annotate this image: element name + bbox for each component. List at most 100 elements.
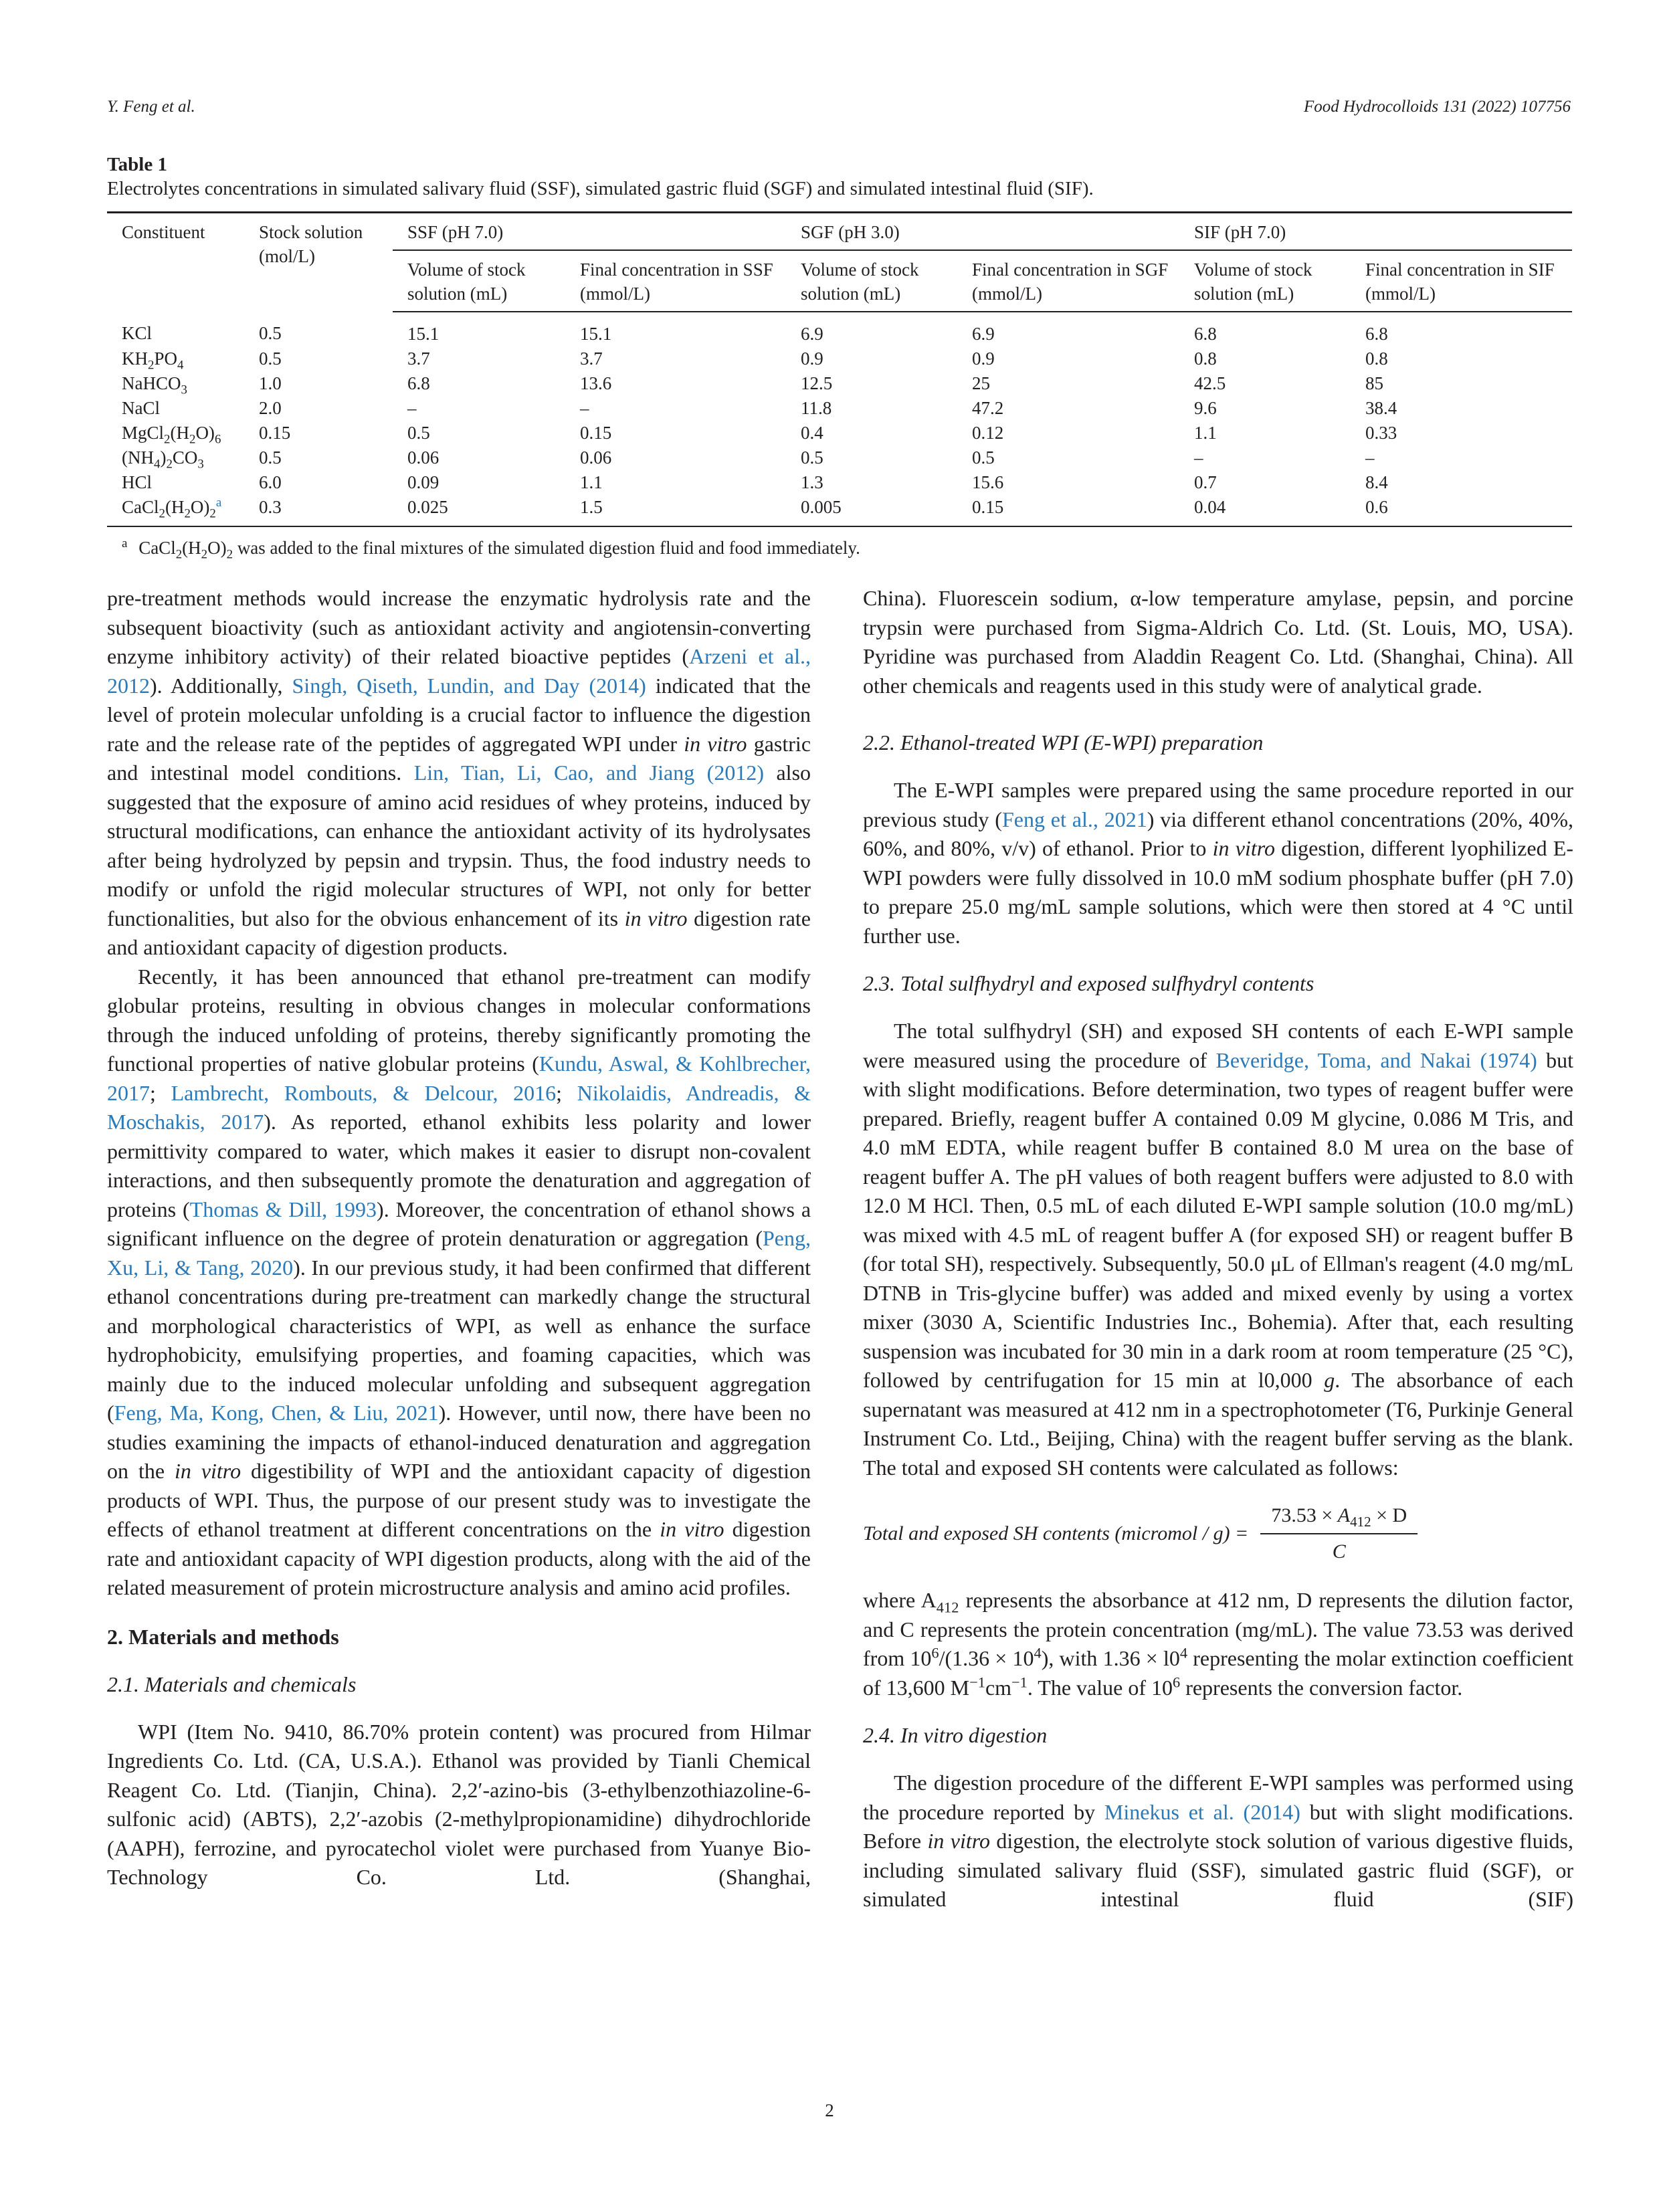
section-heading-2-3: 2.3. Total sulfhydryl and exposed sulfhy… (863, 971, 1314, 995)
table-cell: 0.3 (259, 497, 282, 517)
footnote-formula: CaCl2(H2O)2 (138, 538, 233, 562)
table-cell: 0.7 (1194, 472, 1217, 492)
header-volume-sgf: Volume of stock solution (mL) (786, 250, 957, 312)
ref-kundu[interactable]: Kundu, Aswal, & Kohlbrecher, 2017 (107, 1051, 811, 1105)
ref-feng[interactable]: Feng et al., 2021 (1001, 807, 1147, 831)
table-cell: 47.2 (972, 398, 1004, 418)
ref-nikolaidis[interactable]: Nikolaidis, Andreadis, & Moschakis, 2017 (107, 1080, 811, 1134)
section-heading-2-2: 2.2. Ethanol-treated WPI (E-WPI) prepara… (863, 730, 1264, 755)
table-cell: 0.12 (972, 423, 1004, 443)
header-volume-ssf: Volume of stock solution (mL) (393, 250, 565, 312)
table-cell: 38.4 (1365, 398, 1397, 418)
table-cell: 0.8 (1365, 348, 1388, 369)
table-cell: 42.5 (1194, 373, 1226, 393)
paragraph: The total sulfhydryl (SH) and exposed SH… (863, 1019, 1574, 1480)
ref-lambrecht[interactable]: Lambrecht, Rombouts, & Delcour, 2016 (171, 1080, 557, 1105)
table-cell: 0.15 (580, 423, 612, 443)
constituent-kcl: KCl (122, 323, 153, 343)
table-cell: 0.4 (801, 423, 823, 443)
table-cell: 6.8 (1365, 324, 1388, 344)
table-cell: 0.9 (972, 348, 995, 369)
left-column: pre-treatment methods would increase the… (107, 584, 811, 1892)
running-header-journal: Food Hydrocolloids 131 (2022) 107756 (1303, 98, 1571, 116)
paragraph: The E-WPI samples were prepared using th… (863, 778, 1574, 948)
header-constituent: Constituent (107, 211, 244, 312)
ref-lin[interactable]: Lin, Tian, Li, Cao, and Jiang (2012) (413, 761, 764, 785)
table-cell: 6.0 (259, 472, 282, 492)
table-cell: 25 (972, 373, 990, 393)
equation-denominator: C (1332, 1540, 1346, 1563)
page-number: 2 (825, 2100, 834, 2120)
constituent-kh2po4: KH2PO4 (122, 348, 184, 373)
table-cell: 0.6 (1365, 497, 1388, 517)
table-row: NaHCO3 1.0 6.8 13.6 12.5 25 42.5 85 (107, 371, 1572, 397)
paragraph: Recently, it has been announced that eth… (107, 964, 811, 1600)
table-cell: 0.04 (1194, 497, 1226, 517)
header-final-sif: Final concentration in SIF (mmol/L) (1351, 250, 1572, 312)
table-row: MgCl2(H2O)6 0.15 0.5 0.15 0.4 0.12 1.1 0… (107, 420, 1572, 445)
table-cell: 0.06 (580, 447, 612, 468)
table-row: CaCl2(H2O)2a 0.3 0.025 1.5 0.005 0.15 0.… (107, 494, 1572, 526)
equation-numerator: 73.53 × A412 × D (1260, 1501, 1418, 1534)
ref-peng[interactable]: Peng, Xu, Li, & Tang, 2020 (107, 1226, 811, 1280)
paragraph: China). Fluorescein sodium, α-low temper… (863, 586, 1573, 698)
table-cell: 6.8 (407, 373, 430, 393)
sh-equation: Total and exposed SH contents (micromol … (863, 1501, 1573, 1566)
ref-arzeni[interactable]: Arzeni et al., 2012 (107, 644, 811, 698)
table-cell: 0.9 (801, 348, 823, 369)
table-row: KCl 0.5 15.1 15.1 6.9 6.9 6.8 6.8 (107, 312, 1572, 346)
constituent-nacl: NaCl (122, 398, 160, 418)
paragraph: The digestion procedure of the different… (863, 1771, 1574, 1911)
footnote-text: was added to the final mixtures of the s… (237, 538, 860, 558)
table-cell: 3.7 (407, 348, 430, 369)
constituent-nahco3: NaHCO3 (122, 373, 187, 397)
ref-minekus[interactable]: Minekus et al. (2014) (1104, 1799, 1300, 1824)
table-label: Table 1 (107, 154, 167, 175)
header-sgf: SGF (pH 3.0) (786, 211, 1179, 251)
constituent-mgcl2: MgCl2(H2O)6 (122, 423, 221, 447)
table-cell: 9.6 (1194, 398, 1217, 418)
section-heading-2-1: 2.1. Materials and chemicals (107, 1672, 357, 1696)
table-cell: – (407, 398, 417, 418)
table-cell: 6.8 (1194, 324, 1217, 344)
table-cell: 2.0 (259, 398, 282, 418)
header-final-ssf: Final concentration in SSF (mmol/L) (565, 250, 786, 312)
table-cell: – (1194, 447, 1203, 468)
table-cell: 0.025 (407, 497, 448, 517)
running-header-authors: Y. Feng et al. (107, 98, 195, 116)
ref-singh[interactable]: Singh, Qiseth, Lundin, and Day (2014) (292, 673, 646, 698)
table-cell: 0.5 (259, 348, 282, 369)
section-heading-2: 2. Materials and methods (107, 1624, 339, 1649)
constituent-hcl: HCl (122, 472, 153, 492)
ref-beveridge[interactable]: Beveridge, Toma, and Nakai (1974) (1215, 1047, 1537, 1072)
table-cell: 0.5 (259, 447, 282, 468)
table-cell: 0.005 (801, 497, 842, 517)
table-cell: 15.1 (407, 324, 440, 344)
table-cell: 0.15 (972, 497, 1004, 517)
table-cell: 0.33 (1365, 423, 1397, 443)
table-row: HCl 6.0 0.09 1.1 1.3 15.6 0.7 8.4 (107, 470, 1572, 494)
paragraph: WPI (Item No. 9410, 86.70% protein conte… (107, 1719, 811, 1890)
header-volume-sif: Volume of stock solution (mL) (1179, 250, 1351, 312)
table-cell: 1.3 (801, 472, 823, 492)
table-cell: 8.4 (1365, 472, 1388, 492)
ref-feng-2021[interactable]: Feng, Ma, Kong, Chen, & Liu, 2021 (114, 1401, 439, 1425)
table-cell: 15.6 (972, 472, 1004, 492)
electrolyte-table: Constituent Stock solution (mol/L) SSF (… (107, 211, 1572, 527)
table-cell: 0.5 (407, 423, 430, 443)
table-cell: 0.5 (801, 447, 823, 468)
table-cell: 6.9 (801, 324, 823, 344)
table-cell: 0.5 (972, 447, 995, 468)
ref-thomas[interactable]: Thomas & Dill, 1993 (189, 1197, 377, 1221)
table-cell: 1.0 (259, 373, 282, 393)
header-stock: Stock solution (mol/L) (244, 211, 393, 312)
header-sif: SIF (pH 7.0) (1179, 211, 1572, 251)
table-cell: 12.5 (801, 373, 833, 393)
table-cell: 3.7 (580, 348, 603, 369)
table-cell: 0.06 (407, 447, 440, 468)
table-caption: Electrolytes concentrations in simulated… (107, 178, 1094, 199)
table-cell: 15.1 (580, 324, 612, 344)
table-row: NaCl 2.0 – – 11.8 47.2 9.6 38.4 (107, 395, 1572, 420)
table-cell: 0.5 (259, 323, 282, 343)
table-footnote: a CaCl2(H2O)2 was added to the final mix… (107, 536, 1572, 562)
